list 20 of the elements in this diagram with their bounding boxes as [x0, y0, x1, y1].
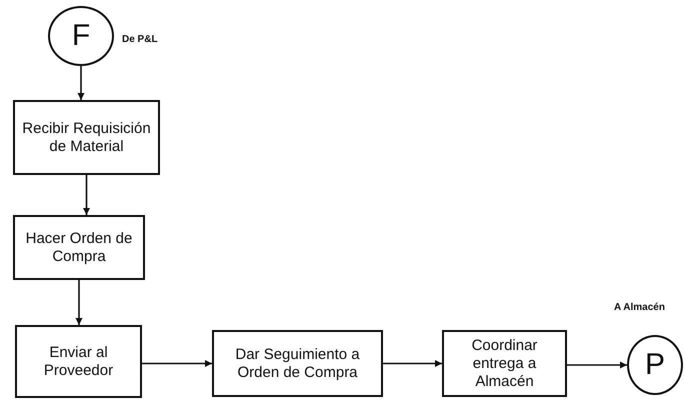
arrow	[142, 360, 212, 367]
process-label: Dar Seguimiento a Orden de Compra	[234, 346, 361, 382]
process-box	[13, 215, 145, 280]
connector-note: De P&L	[122, 34, 158, 45]
arrow	[76, 280, 82, 325]
process-label: Hacer Orden de Compra	[24, 230, 134, 266]
connector-letter: P	[644, 347, 666, 383]
arrow	[567, 362, 627, 368]
process-box	[212, 330, 383, 397]
arrow	[83, 175, 90, 215]
process-label: Enviar al Proveedor	[42, 344, 114, 380]
process-label: Coordinar entrega a Almacén	[470, 336, 538, 390]
process-box	[13, 100, 160, 175]
process-box	[442, 330, 567, 397]
arrow	[78, 66, 84, 100]
process-box	[15, 325, 142, 398]
connector-letter: F	[70, 18, 92, 54]
arrow	[383, 360, 442, 367]
process-label: Recibir Requisición de Material	[21, 120, 152, 156]
connector-note: A Almacén	[614, 302, 665, 313]
